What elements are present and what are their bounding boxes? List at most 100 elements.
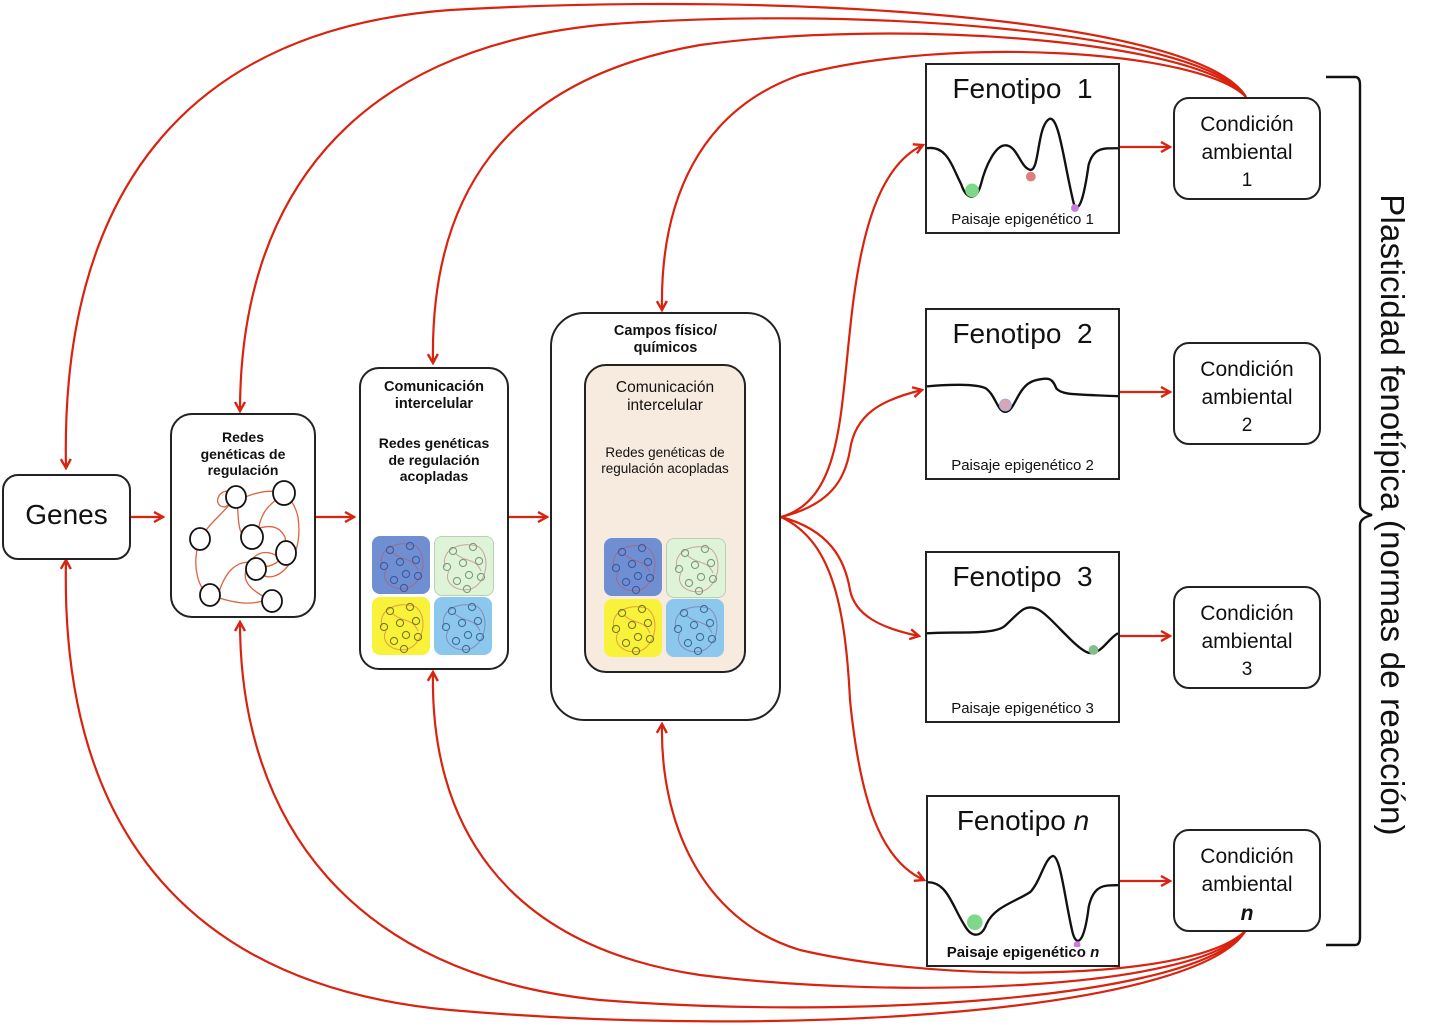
feedback-env1-to-fields [662, 50, 1247, 310]
ball-green [966, 914, 983, 930]
cell-network-light-green [434, 536, 494, 596]
env-line2: ambiental [1201, 386, 1293, 410]
fenotipo-3-caption: Paisaje epigenético 3 [927, 700, 1118, 717]
mini-network-node [473, 616, 483, 626]
ball-purple [1073, 941, 1081, 947]
mini-network-node [631, 585, 641, 595]
mini-network-node [448, 546, 458, 556]
arrow-fields-to-fenotipo-2 [780, 390, 922, 519]
mini-network-node [405, 541, 415, 551]
env-index: 1 [1241, 169, 1253, 191]
condicion-ambiental-n: Condición ambiental n [1173, 829, 1321, 932]
fenotipo-index: 2 [1076, 318, 1093, 349]
env-3-text: Condición ambiental 3 [1175, 600, 1319, 682]
mini-network-node [413, 632, 423, 642]
env-line2: ambiental [1201, 141, 1293, 165]
feedback-envn-to-genes [66, 560, 1247, 1023]
caption-text: Paisaje epigenético [951, 700, 1082, 717]
fenotipo-title-text: Fenotipo [952, 73, 1062, 104]
condicion-ambiental-3: Condición ambiental 3 [1173, 586, 1321, 689]
env-index: n [1240, 901, 1254, 925]
mini-network-node [643, 618, 653, 628]
mini-network-node [705, 618, 715, 628]
env-index: 2 [1241, 414, 1253, 436]
env-n-text: Condición ambiental n [1175, 843, 1319, 928]
mini-network-node [708, 574, 718, 584]
mini-network-node [706, 558, 716, 568]
cell-network-yellow [604, 599, 662, 657]
fields-inner-title: Comunicación intercelular [615, 379, 715, 415]
fenotipo-title-text: Fenotipo [956, 805, 1066, 836]
feedback-env1-to-comm [433, 32, 1247, 363]
mini-network-node [643, 557, 653, 567]
mini-network-node [631, 646, 641, 656]
grn-title: Redes genéticas de regulación [200, 429, 286, 479]
mini-network-node [401, 630, 411, 640]
ball-pink [998, 398, 1012, 412]
plasticity-label: Plasticidad fenotípica (normas de reacci… [1374, 194, 1411, 836]
fields-title: Campos físico/ químicos [613, 323, 718, 357]
mini-network-node [694, 586, 704, 596]
feedback-envn-to-comm [433, 672, 1247, 989]
mini-network-node [693, 646, 703, 656]
fenotipo-n-panel: Fenotipo n Paisaje epigenético n [926, 795, 1120, 967]
mini-network-node [475, 632, 485, 642]
env-line1: Condición [1200, 602, 1294, 625]
env-line1: Condición [1200, 358, 1294, 381]
fenotipo-index: 1 [1076, 73, 1093, 104]
mini-network-node [399, 644, 409, 654]
mini-network-icon [611, 604, 656, 656]
mini-network-node [617, 608, 627, 618]
grn-network-graphic [189, 480, 300, 613]
mini-network-node [679, 608, 689, 618]
mini-network-node [645, 573, 655, 583]
cell-network-light-blue [434, 597, 492, 655]
mini-network-node [684, 578, 694, 588]
mini-network-node [637, 543, 647, 553]
ball-purple [1070, 204, 1079, 212]
condicion-ambiental-2: Condición ambiental 2 [1173, 342, 1321, 445]
arrow-fields-to-fenotipo-n [780, 516, 924, 880]
mini-network-node [413, 571, 423, 581]
caption-text: Paisaje epigenético [951, 457, 1082, 474]
mini-network-node [401, 569, 411, 579]
mini-network-icon [379, 541, 424, 593]
fenotipo-title-text: Fenotipo [952, 561, 1062, 592]
fenotipo-1-panel: Fenotipo 1 Paisaje epigenético 1 [925, 63, 1120, 234]
mini-network-node [627, 559, 637, 569]
mini-network-node [700, 544, 710, 554]
mini-network-node [611, 563, 621, 573]
fenotipo-n-caption: Paisaje epigenético n [928, 944, 1118, 961]
fenotipo-index: 3 [1076, 561, 1093, 592]
cell-network-dark-blue [372, 536, 430, 594]
mini-network-node [441, 622, 451, 632]
genes-node: Genes [2, 474, 131, 560]
mini-network-node [411, 616, 421, 626]
comm-subtitle: Redes genéticas de regulación acopladas [378, 435, 490, 485]
mini-network-node [464, 570, 474, 580]
mini-network-node [699, 604, 709, 614]
env-line2: ambiental [1201, 873, 1293, 897]
feedback-envn-to-fields [662, 724, 1247, 974]
mini-network-node [617, 547, 627, 557]
condicion-ambiental-1: Condición ambiental 1 [1173, 97, 1321, 200]
env-line2: ambiental [1201, 630, 1293, 654]
mini-network-node [689, 620, 699, 630]
mini-network-node [389, 636, 399, 646]
caption-index: 3 [1085, 700, 1094, 717]
mini-network-node [385, 545, 395, 555]
mini-network-node [468, 542, 478, 552]
mini-network-node [627, 620, 637, 630]
mini-network-node [451, 636, 461, 646]
caption-text: Paisaje epigenético [951, 211, 1082, 228]
feedback-env1-to-genes [66, 2, 1247, 468]
epigenetic-landscape-3 [927, 606, 1118, 655]
mini-network-node [474, 556, 484, 566]
mini-network-node [707, 634, 717, 644]
mini-network-node [462, 584, 472, 594]
env-index: 3 [1241, 658, 1253, 680]
epigenetic-landscape-n [928, 854, 1118, 947]
mini-network-node [379, 561, 389, 571]
